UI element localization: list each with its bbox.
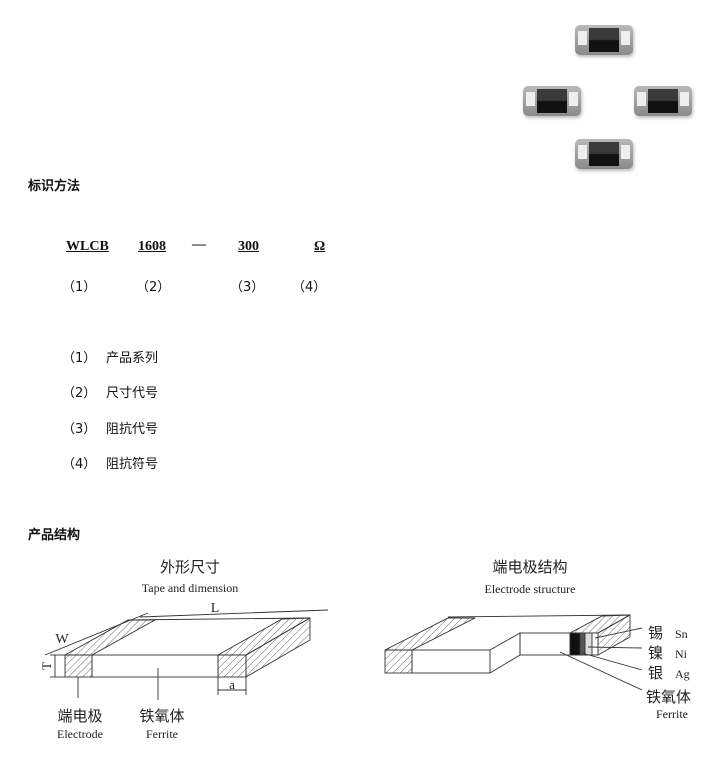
code-impedance: 300 (238, 239, 259, 254)
layer-sn-cn: 锡 (648, 625, 663, 642)
ferrite-label-cn: 铁氧体 (646, 689, 691, 706)
electrode-label-cn: 端电极 (57, 708, 102, 725)
ferrite-label-en: Ferrite (146, 727, 178, 741)
dim-T: T (39, 662, 54, 670)
legend-text: 尺寸代号 (106, 386, 159, 401)
legend-index: （1） (62, 351, 97, 366)
legend-index: （3） (62, 422, 97, 437)
electrode-title-en: Electrode structure (485, 582, 576, 596)
legend-text: 阻抗符号 (106, 457, 159, 472)
code-index: （2） (136, 280, 171, 295)
electrode-structure-diagram: 端电极结构 Electrode structure 锡 Sn 镍 Ni 银 Ag… (384, 559, 691, 721)
ferrite-label-en: Ferrite (656, 707, 688, 721)
chip-bead (575, 25, 633, 55)
dim-L: L (211, 601, 220, 616)
dim-W: W (55, 632, 69, 647)
code-dash: — (192, 237, 206, 252)
dimension-title-en: Tape and dimension (142, 581, 238, 595)
legend-text: 产品系列 (106, 351, 159, 366)
ferrite-label-cn: 铁氧体 (139, 708, 184, 725)
code-size: 1608 (138, 239, 166, 254)
legend-text: 阻抗代号 (106, 422, 159, 437)
legend-index: （4） (62, 457, 97, 472)
code-series: WLCB (66, 239, 109, 254)
electrode-label-en: Electrode (57, 727, 103, 741)
layer-ag-cn: 银 (648, 665, 663, 682)
dim-a: a (229, 677, 235, 692)
code-index: （4） (292, 280, 327, 295)
code-index: （3） (230, 280, 265, 295)
dimension-diagram: 外形尺寸 Tape and dimension L W T a 端电极 Elec… (39, 559, 329, 741)
layer-ag-en: Ag (675, 667, 690, 681)
dimension-title-cn: 外形尺寸 (160, 559, 220, 576)
layer-sn-en: Sn (675, 627, 688, 641)
chip-bead (575, 139, 633, 169)
code-symbol: Ω (314, 239, 326, 254)
layer-ni-en: Ni (675, 647, 688, 661)
section-title-structure: 产品结构 (28, 528, 81, 543)
section-title-marking: 标识方法 (28, 179, 81, 194)
legend-index: （2） (62, 386, 97, 401)
chip-bead (634, 86, 692, 116)
layer-ni-cn: 镍 (648, 644, 663, 662)
chip-bead (523, 86, 581, 116)
code-index: （1） (62, 280, 97, 295)
electrode-title-cn: 端电极结构 (492, 559, 567, 576)
